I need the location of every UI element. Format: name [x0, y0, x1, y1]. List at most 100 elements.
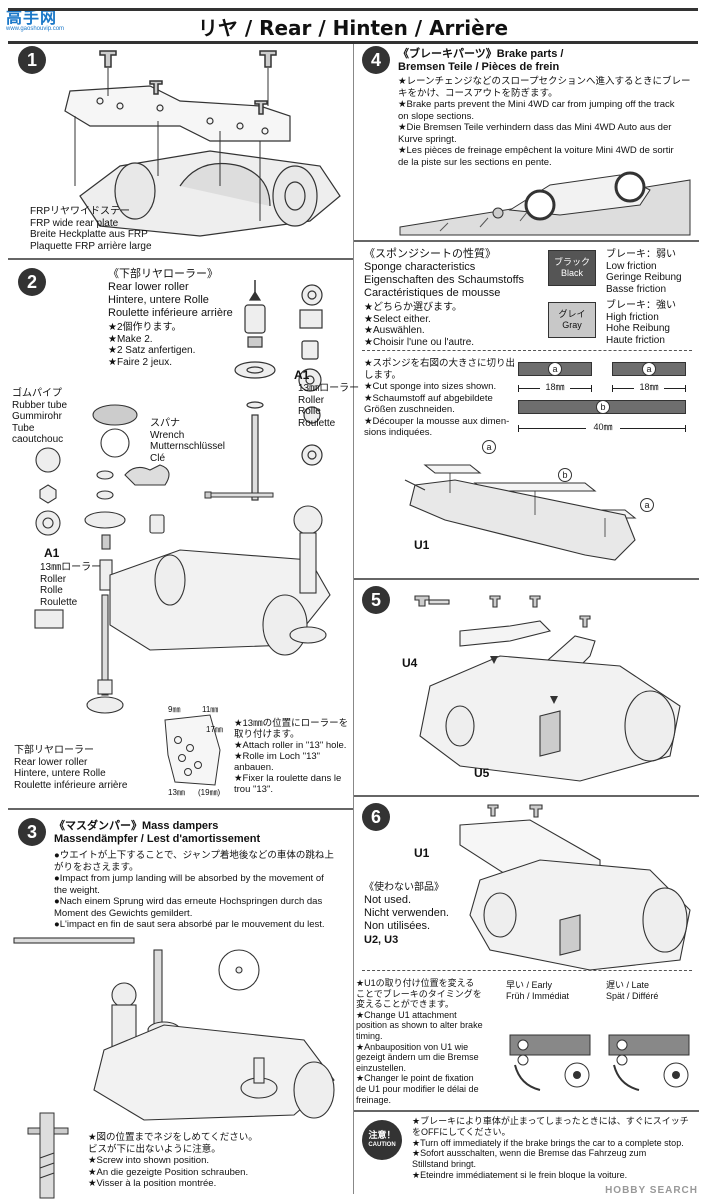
hole-19mm: (19㎜)	[198, 788, 221, 797]
caution-line-1: ★ブレーキにより車体が止まってしまったときには、すぐにスイッチ	[412, 1116, 689, 1126]
step-3-body: ●ウエイトが上下することで、ジャンプ着地後などの車体の跳ね上 がりをおさえます。…	[54, 850, 334, 931]
caution-line-4: ★Sofort ausschalten, wenn die Bremse das…	[412, 1148, 647, 1159]
step-2-make-en: ★Make 2.	[108, 333, 153, 345]
change-note-7: ★Anbauposition von U1 wie	[356, 1041, 469, 1052]
step-5-u4-label: U4	[402, 656, 418, 670]
sponge-cut-note: ★スポンジを右図の大きさに切り出 します。 ★Cut sponge into s…	[364, 358, 515, 439]
step-2-make: ★2個作ります。 ★Make 2. ★2 Satz anfertigen. ★F…	[108, 322, 195, 368]
step-2-wrench-fr: Clé	[150, 452, 166, 464]
screw-note-3: ★Screw into shown position.	[88, 1155, 209, 1166]
hole-9mm: 9㎜	[168, 705, 181, 714]
early-label-2: Früh / Immédiat	[506, 990, 570, 1001]
step-2-tube-fr2: caoutchouc	[12, 434, 64, 445]
attach-note-2: 取り付けます。	[234, 729, 300, 740]
step-1-label-ja: FRPリヤワイドステー	[30, 206, 130, 217]
cut-note-5: Größen zuschneiden.	[364, 404, 455, 415]
step-3-title-1: 《マスダンパー》Mass dampers	[54, 820, 219, 832]
step-2-roller-right-en: Roller	[298, 394, 325, 406]
step-4-body-4: on slope sections.	[398, 110, 475, 122]
cut-note-3: ★Cut sponge into sizes shown.	[364, 381, 497, 392]
dim-40mm: 40㎜	[586, 420, 620, 433]
step-3-screw-detail	[27, 1112, 69, 1199]
step-4-body-3: ★Brake parts prevent the Mini 4WD car fr…	[398, 99, 675, 110]
separator	[354, 1110, 699, 1112]
u1-sponge-a-label: a	[482, 440, 496, 454]
step-2-roller-right: 13㎜ローラー Roller Rolle Roulette	[298, 383, 359, 429]
u1-sponge-a2-label: a	[640, 498, 654, 512]
cut-note-7: sions indiquées.	[364, 427, 433, 438]
change-note-5: position as shown to alter brake	[356, 1020, 483, 1031]
step-3-title-2: Massendämpfer / Lest d'amortissement	[54, 833, 261, 845]
caution-badge: 注意！ CAUTION	[362, 1120, 402, 1160]
step-4-title-2: Bremsen Teile / Pièces de frein	[398, 61, 560, 73]
step-2-badge: 2	[18, 268, 46, 296]
sponge-select-fr: ★Choisir l'une ou l'autre.	[364, 336, 475, 348]
step-6-badge: 6	[362, 803, 390, 831]
screw-note-1: ★図の位置までネジをしめてください。	[88, 1132, 258, 1143]
step-2-roller-left-ja: 13㎜ローラー	[40, 562, 102, 573]
step-2-bottom-en: Rear lower roller	[14, 756, 88, 768]
change-note-8: gezeigt ändern um die Bremse	[356, 1052, 479, 1063]
black-desc-en: Low friction	[606, 260, 657, 272]
step-2-tube-fr: Tube	[12, 422, 35, 434]
change-note-11: de U1 pour modifier le délai de	[356, 1083, 479, 1094]
sponge-title: 《スポンジシートの性質》 Sponge characteristics Eige…	[364, 248, 524, 300]
sponge-title-de: Eigenschaften des Schaumstoffs	[364, 274, 525, 286]
separator	[354, 578, 699, 580]
attach-note-7: trou "13".	[234, 784, 273, 795]
black-label-en: Black	[560, 268, 583, 278]
watermark-logo-text: 高手网	[6, 8, 58, 27]
cut-note-2: します。	[364, 369, 402, 381]
step-1-badge: 1	[18, 46, 46, 74]
gray-label-en: Gray	[562, 320, 582, 330]
screw-note-5: ★Visser à la position montrée.	[88, 1178, 217, 1189]
attach-note-3: ★Attach roller in "13" hole.	[234, 740, 347, 751]
caution-text: ★ブレーキにより車体が止まってしまったときには、すぐにスイッチ をOFFにしてく…	[412, 1116, 689, 1181]
screw-note-2: ビスが下に出ないように注意。	[88, 1143, 221, 1155]
step-6-early-label: 早い / Early Früh / Immédiat	[506, 980, 569, 1001]
step-3-illustration	[13, 937, 335, 1121]
step-1-illustration	[64, 50, 341, 237]
step-6-change-note: ★U1の取り付け位置を変える ことでブレーキのタイミングを 変えることができます…	[356, 978, 483, 1105]
step-4-body-7: ★Les pièces de freinage empêchent la voi…	[398, 145, 674, 156]
change-note-4: ★Change U1 attachment	[356, 1009, 457, 1020]
step-6-not-used: 《使わない部品》 Not used. Nicht verwenden. Non …	[364, 882, 449, 948]
caution-line-5: Stillstand bringt.	[412, 1159, 477, 1170]
late-label-2: Spät / Différé	[606, 990, 659, 1001]
sponge-title-en: Sponge characteristics	[364, 261, 476, 273]
step-3-body-2: がりをおさえます。	[54, 861, 139, 873]
step-4-title: 《ブレーキパーツ》Brake parts / Bremsen Teile / P…	[398, 48, 563, 74]
step-2-roller-left: 13㎜ローラー Roller Rolle Roulette	[40, 562, 101, 608]
separator	[8, 808, 353, 810]
step-2-roller-left-de: Rolle	[40, 585, 63, 596]
step-3-body-1: ●ウエイトが上下することで、ジャンプ着地後などの車体の跳ね上	[54, 850, 334, 861]
dim-18mm-2: 18㎜	[634, 380, 664, 393]
caution-line-2: をOFFにしてください。	[412, 1126, 511, 1137]
sponge-a1-label: a	[548, 362, 562, 376]
sponge-select-en: ★Select either.	[364, 313, 431, 325]
step-4-body: ★レーンチェンジなどのスロープセクションへ進入するときにブレー キをかけ、コース…	[398, 76, 690, 168]
gray-desc-fr: Haute friction	[606, 334, 665, 346]
gray-desc-en: High friction	[606, 311, 659, 323]
step-2-hole-diagram	[164, 714, 221, 786]
step-3-body-5: ●Nach einem Sprung wird das erneute Hoch…	[54, 896, 323, 907]
sponge-select-ja: ★どちらか選びます。	[364, 302, 462, 313]
sponge-title-fr: Caractéristiques de mousse	[364, 287, 501, 299]
caution-line-3: ★Turn off immediately if the brake bring…	[412, 1137, 684, 1148]
not-used-parts: U2, U3	[364, 933, 399, 946]
black-desc-fr: Basse friction	[606, 283, 667, 295]
step-5-u5-label: U5	[474, 766, 490, 780]
step-3-body-6: Moment des Gewichts gemildert.	[54, 907, 193, 919]
step-2-make-de: ★2 Satz anfertigen.	[108, 345, 196, 356]
watermark-url: www.gaoshouvip.com	[6, 26, 65, 32]
sponge-title-ja: 《スポンジシートの性質》	[364, 248, 496, 260]
column-divider	[353, 44, 354, 1194]
step-2-wrench-label: スパナ Wrench Mutternschlüssel Clé	[150, 418, 225, 464]
step-2-wrench-en: Wrench	[150, 429, 185, 441]
step-2-main-illustration	[34, 404, 331, 714]
step-2-tube-de: Gummirohr	[12, 411, 63, 422]
gray-label-ja: グレイ	[558, 309, 586, 319]
separator	[8, 258, 353, 260]
not-used-fr: Non utilisées.	[364, 919, 431, 932]
watermark-bottom: HOBBY SEARCH	[605, 1185, 698, 1196]
